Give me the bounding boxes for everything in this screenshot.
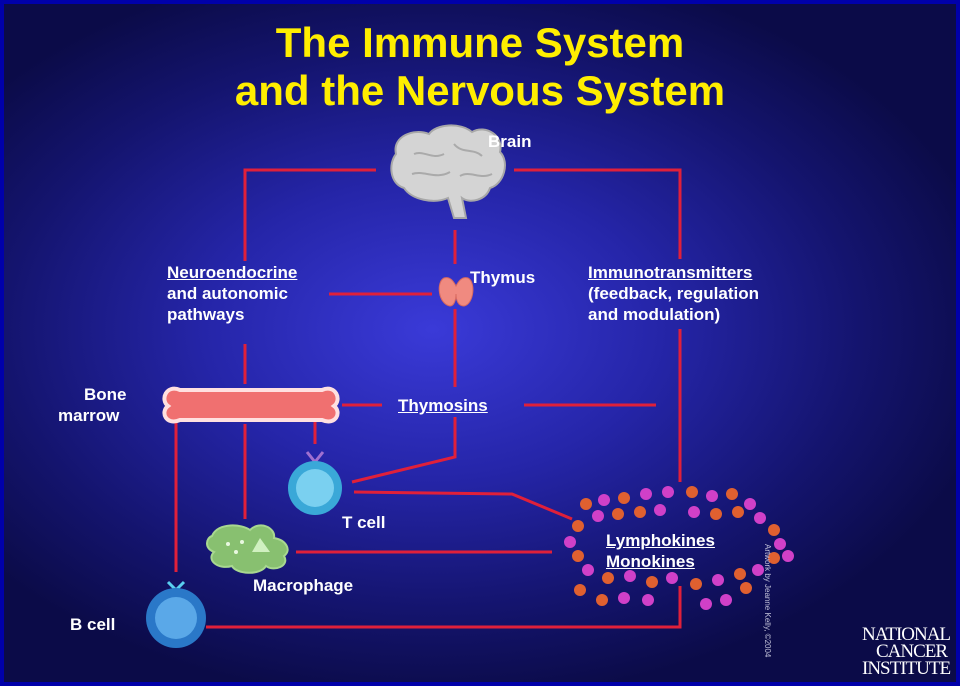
label-bone-2: marrow [58,406,120,425]
label-lympho-1: Lymphokines [606,531,715,550]
label-thymus: Thymus [470,268,536,287]
title-line-2: and the Nervous System [234,67,726,114]
brain-icon [390,124,506,219]
link-thymosins-tcell [351,417,457,484]
thymus-icon [438,277,474,307]
artwork-credit: Artwork by Jeanne Kelly, ©2004 [763,544,772,658]
label-brain: Brain [488,132,532,151]
nci-logo-line-1: NATIONAL [862,624,951,645]
tcell-icon [288,451,342,515]
label-macrophage: Macrophage [253,576,354,595]
title-line-1: The Immune System [275,19,685,66]
bcell-icon [146,580,206,648]
label-neuro-1: Neuroendocrine [167,263,298,282]
connector-lines [174,168,682,629]
label-immuno-3: and modulation) [588,305,721,324]
label-neuro-3: pathways [167,305,245,324]
label-bcell: B cell [70,615,116,634]
label-bone-1: Bone [84,385,127,404]
nci-logo: NATIONAL CANCER INSTITUTE [862,624,954,679]
link-brain-left [243,168,376,261]
label-immuno-1: Immunotransmitters [588,263,753,282]
nci-logo-line-2: CANCER [876,641,948,662]
link-tcell-lympho [353,490,573,521]
macrophage-icon [206,524,289,574]
link-bcell-lympho [206,586,682,629]
cytokine-dots [564,486,794,610]
link-brain-right [514,168,682,259]
label-thymosins: Thymosins [398,396,488,415]
nci-logo-line-3: INSTITUTE [862,658,951,679]
slide: The Immune System and the Nervous System [4,4,956,682]
label-neuro-2: and autonomic [167,284,288,303]
bone-icon [162,386,340,424]
label-immuno-2: (feedback, regulation [588,284,759,303]
label-tcell: T cell [342,513,386,532]
label-lympho-2: Monokines [606,552,695,571]
diagram-graphics [146,124,794,648]
